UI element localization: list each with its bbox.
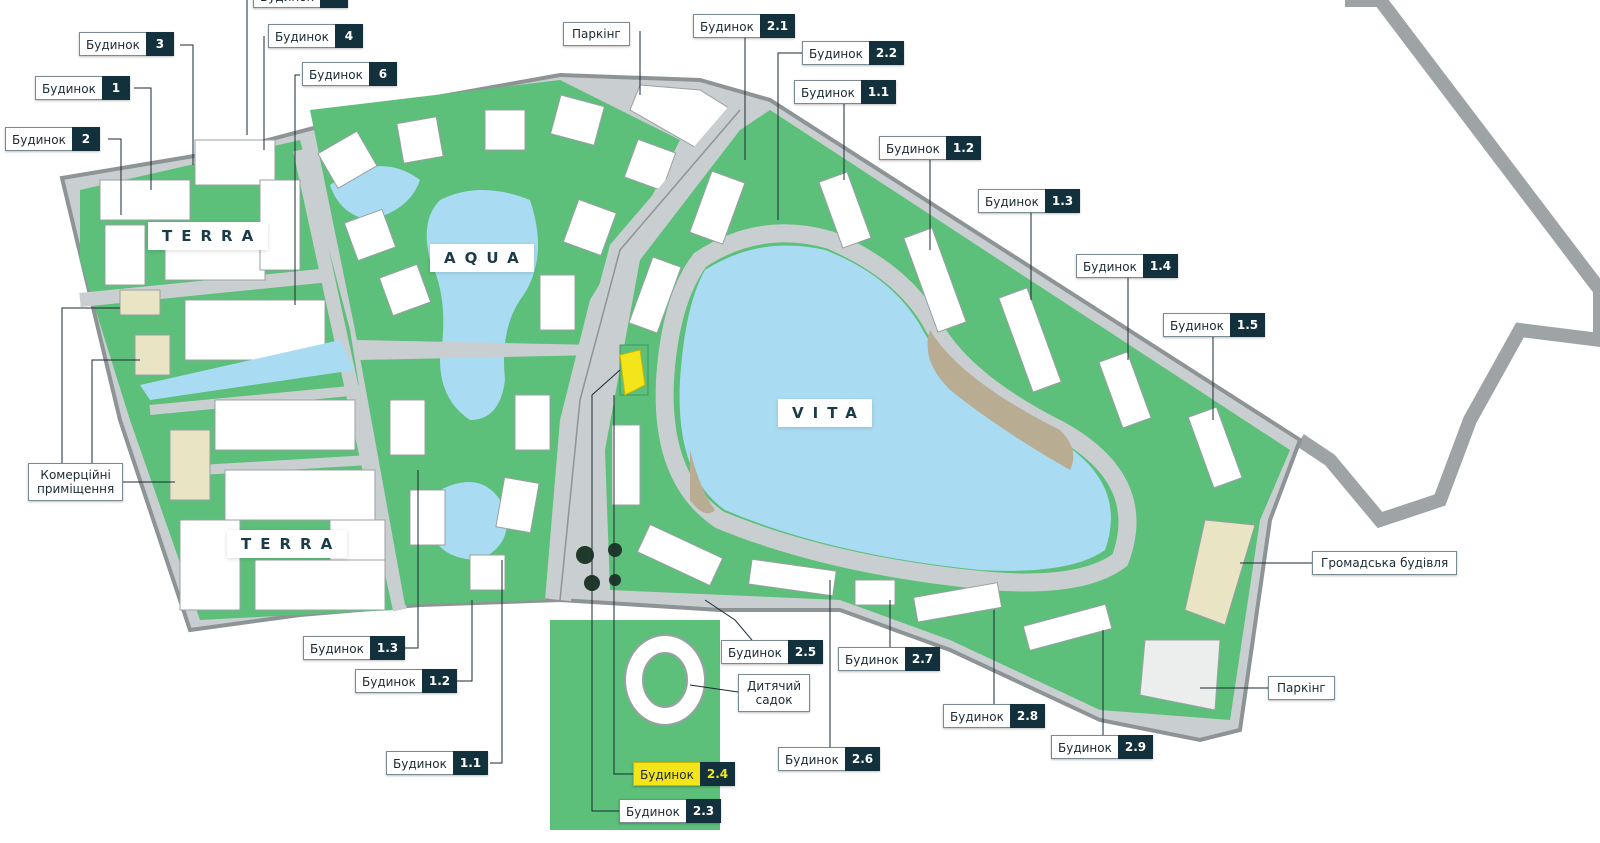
kindergarten-courtyard [642,652,688,708]
main-road-edge [559,109,741,601]
parking-bottom-area [1139,639,1221,711]
vita-beach-east [927,330,1074,470]
zone-label-terra-top: TERRA [148,222,269,250]
label-kindergarten[interactable]: Дитячий садок [738,674,811,712]
vita-ring-road [655,224,1137,592]
aqua-buildings [317,94,677,591]
zone-label-vita: VITA [778,399,872,427]
terra-canal [140,340,355,400]
public-building [1184,519,1256,626]
label-parking-bottom[interactable]: Паркінг [1268,676,1335,700]
commercial-unit-2 [134,334,171,376]
commercial-unit-1 [119,289,161,316]
aqua-crossing-path [355,340,600,360]
aqua-lake-south [430,482,507,560]
vita-lake [679,245,1111,571]
label-parking-top[interactable]: Паркінг [563,22,630,46]
commercial-unit-3 [169,429,211,501]
outer-road [1296,0,1600,529]
vita-buildings [611,170,1243,652]
label-commercial-premises[interactable]: Комерційні приміщення [28,463,124,501]
zone-label-aqua: AQUA [430,244,534,272]
building-2-4-highlight[interactable] [619,349,646,396]
label-public-building[interactable]: Громадська будівля [1312,551,1458,575]
zone-label-terra-bottom: TERRA [227,530,348,558]
callout-building-5[interactable]: Будинок5 [253,0,348,8]
terra-road-3 [199,455,371,475]
vita-beach-west [690,450,715,514]
